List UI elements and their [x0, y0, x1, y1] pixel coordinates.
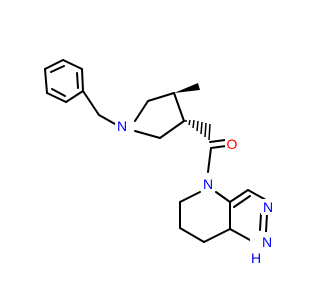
molecule-structure: N O N N N H — [44, 59, 280, 266]
carbonyl-hashed-bond — [185, 119, 211, 141]
benzene-ring — [44, 59, 84, 103]
ring-nitrogen-label: N — [203, 176, 213, 192]
pyrrolidine-ring — [134, 92, 185, 139]
pyrazole-hydrogen-label: H — [251, 250, 261, 266]
carbonyl-group — [207, 139, 227, 173]
atom-label-pyrrolidine-n: N — [115, 118, 129, 134]
atom-label-pyrazole-n2: N — [261, 199, 275, 215]
tetrahydropyridine-ring — [179, 191, 231, 243]
pyrazole-ring — [229, 189, 268, 241]
pyrrolidine-nitrogen-label: N — [117, 118, 127, 134]
carbonyl-oxygen-label: O — [227, 136, 238, 152]
atom-label-pyrazole-nh: N H — [250, 232, 280, 266]
atom-label-ring-n4: N — [201, 176, 215, 192]
atom-label-carbonyl-o: O — [225, 136, 239, 152]
methyl-wedge-bond — [174, 83, 200, 93]
benzyl-linker — [82, 90, 116, 125]
pyrazole-nh-nitrogen-label: N — [262, 234, 272, 250]
pyrazole-nitrogen-label: N — [263, 199, 273, 215]
